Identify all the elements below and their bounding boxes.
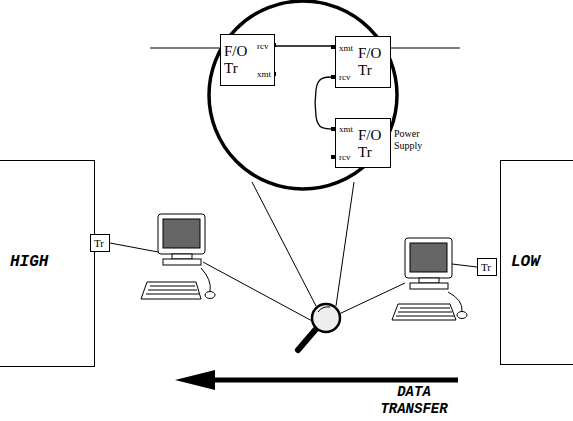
node-title: F/O Tr: [358, 127, 388, 161]
port-label: rcv: [339, 151, 351, 163]
fiber-line: [390, 47, 460, 48]
fiber-transceiver: F/O Trrcv xmt: [220, 34, 275, 86]
magnifier: [298, 304, 340, 350]
zoom-line: [336, 182, 354, 306]
node-title: Tr: [481, 261, 491, 273]
port-label: rcv: [339, 71, 351, 83]
fiber-line: [150, 47, 220, 48]
computer: [392, 238, 467, 320]
zoom-circle: [209, 1, 397, 189]
port-label: rcv: [257, 40, 269, 52]
port-label: xmt: [257, 68, 271, 80]
transceiver-box: Tr: [90, 234, 110, 252]
node-title: F/O Tr: [224, 43, 254, 77]
node-title: HIGH: [10, 256, 48, 268]
fiber-transceiver: F/O Tr xmt rcv: [335, 118, 391, 168]
fiber-transceiver: F/O Tr xmt rcv: [335, 36, 391, 88]
node-title: F/O Tr: [358, 45, 388, 79]
high-region: HIGH: [0, 160, 95, 367]
port-label: xmt: [339, 123, 353, 135]
port-label: xmt: [339, 42, 353, 54]
port-terminals: [271, 43, 336, 159]
fiber-connector: [315, 77, 335, 129]
node-title: LOW: [511, 256, 540, 268]
data-transfer-label: DATA TRANSFER: [363, 384, 465, 418]
wires: [110, 243, 477, 322]
node-title: Tr: [94, 237, 104, 249]
zoom-line: [252, 182, 316, 306]
low-region: LOW: [500, 160, 573, 365]
fiber-connector: [275, 45, 335, 46]
computer: [141, 214, 215, 299]
power-supply-label: Power Supply: [394, 128, 439, 152]
transceiver-box: Tr: [477, 258, 497, 276]
